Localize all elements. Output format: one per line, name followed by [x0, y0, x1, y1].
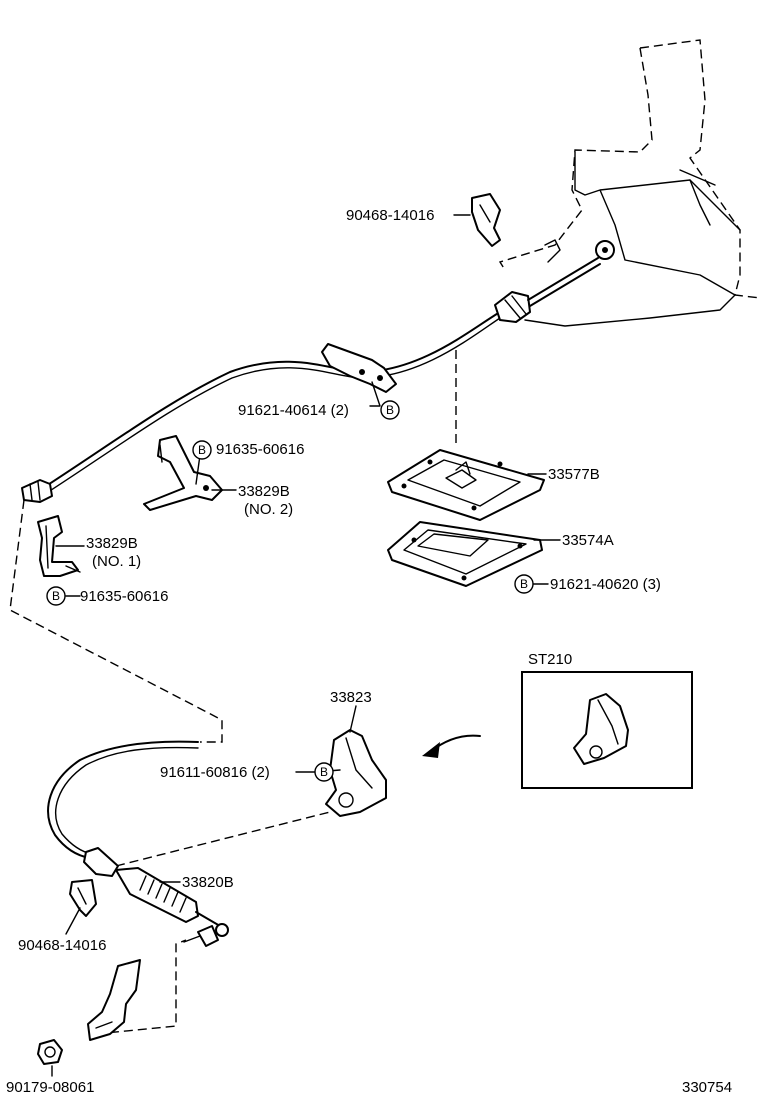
bracket-33829b-no2 — [143, 435, 223, 511]
shift-cable-upper — [39, 311, 501, 491]
housing-shift-tower — [524, 151, 741, 327]
label-33577b: 33577B — [548, 466, 600, 483]
label-91621-40614: 91621-40614 (2) — [238, 402, 349, 419]
cable-mount-bracket — [321, 343, 397, 393]
transmission-housing-outline — [639, 39, 760, 299]
bolt-marker-91621-40620: B — [514, 574, 534, 594]
svg-text:B: B — [386, 403, 394, 417]
label-no2: (NO. 2) — [244, 501, 293, 518]
bolt-marker-91635-upper: B — [192, 440, 212, 460]
lower-mount-bracket — [87, 959, 141, 1041]
label-33574a: 33574A — [562, 532, 614, 549]
diagram-number: 330754 — [682, 1079, 732, 1096]
inset-bracket-st210 — [573, 693, 629, 765]
label-33823: 33823 — [330, 689, 372, 706]
label-91621-40620: 91621-40620 (3) — [550, 576, 661, 593]
cable-rod-end — [527, 257, 599, 301]
svg-text:B: B — [52, 589, 60, 603]
svg-text:B: B — [520, 577, 528, 591]
clip-90468-top — [471, 193, 501, 247]
label-90468-bottom: 90468-14016 — [18, 937, 106, 954]
label-90468-top: 90468-14016 — [346, 207, 434, 224]
cable-boot — [494, 291, 531, 323]
label-33820b: 33820B — [182, 874, 234, 891]
shift-cable-lower — [47, 740, 199, 859]
gasket-33574a — [387, 521, 543, 587]
label-91611: 91611-60816 (2) — [160, 764, 270, 781]
bracket-33823 — [325, 729, 387, 817]
bolt-marker-91611: B — [314, 762, 334, 782]
label-91635-lower: 91635-60616 — [80, 588, 168, 605]
bolt-marker-91621-40614: B — [380, 400, 400, 420]
label-33829b-no2: 33829B — [238, 483, 290, 500]
label-no1: (NO. 1) — [92, 553, 141, 570]
nut-90179 — [37, 1039, 63, 1065]
svg-text:B: B — [320, 765, 328, 779]
label-inset-st210: ST210 — [528, 651, 572, 668]
svg-text:B: B — [198, 443, 206, 457]
cable-adjuster — [83, 847, 119, 877]
lower-rod-end — [197, 925, 219, 947]
label-91635-upper: 91635-60616 — [216, 441, 304, 458]
cable-end-fitting-left — [21, 479, 53, 503]
label-90179: 90179-08061 — [6, 1079, 94, 1096]
label-33829b-no1: 33829B — [86, 535, 138, 552]
bolt-marker-91635-lower: B — [46, 586, 66, 606]
